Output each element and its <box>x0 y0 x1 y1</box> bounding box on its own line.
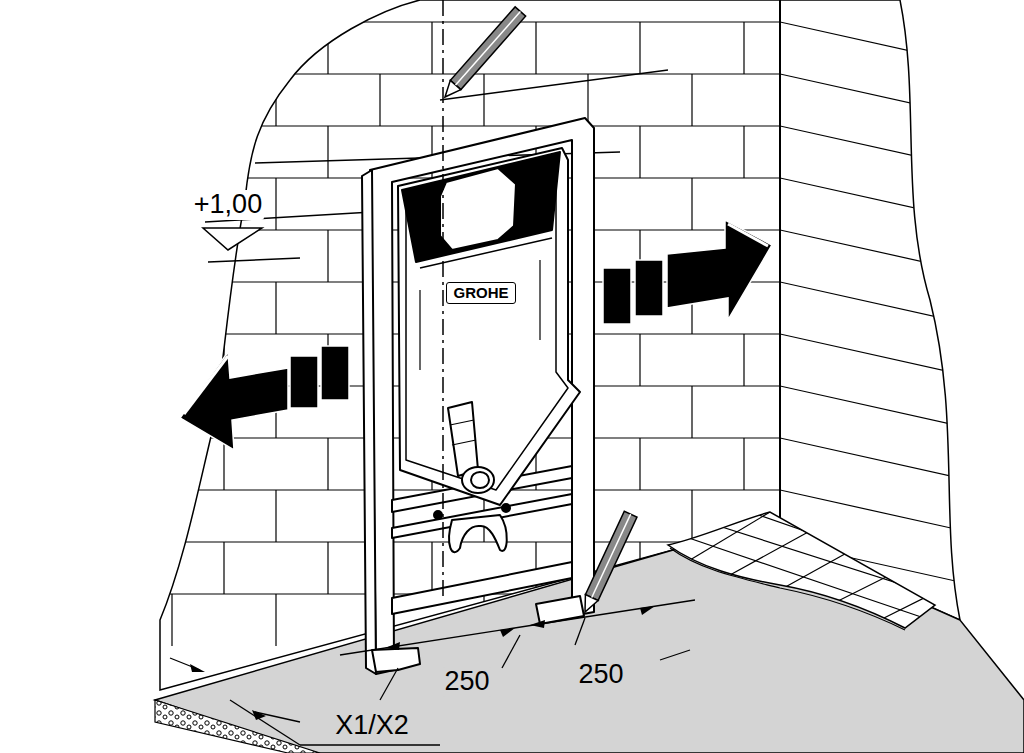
dimension-arrowheads <box>190 606 655 720</box>
wall-corner <box>779 0 781 545</box>
tile-grid <box>680 500 960 620</box>
pencil <box>579 511 637 615</box>
side-wall <box>780 0 960 620</box>
dimension-lines <box>170 600 695 745</box>
dimension: 250 <box>442 667 491 697</box>
gravel-edge <box>155 700 320 753</box>
dimension: X1/X2 <box>333 711 411 741</box>
left-arrow <box>180 346 349 450</box>
right-arrow <box>603 220 772 324</box>
pencil <box>440 7 526 102</box>
installation-frame <box>362 118 594 674</box>
centre-line <box>442 0 444 600</box>
brand-logo: GROHE <box>446 282 515 305</box>
floor-tiles <box>668 512 935 628</box>
level-mark: +1,00 <box>192 190 264 220</box>
dimension: 250 <box>576 660 625 690</box>
level-symbol <box>203 228 262 250</box>
